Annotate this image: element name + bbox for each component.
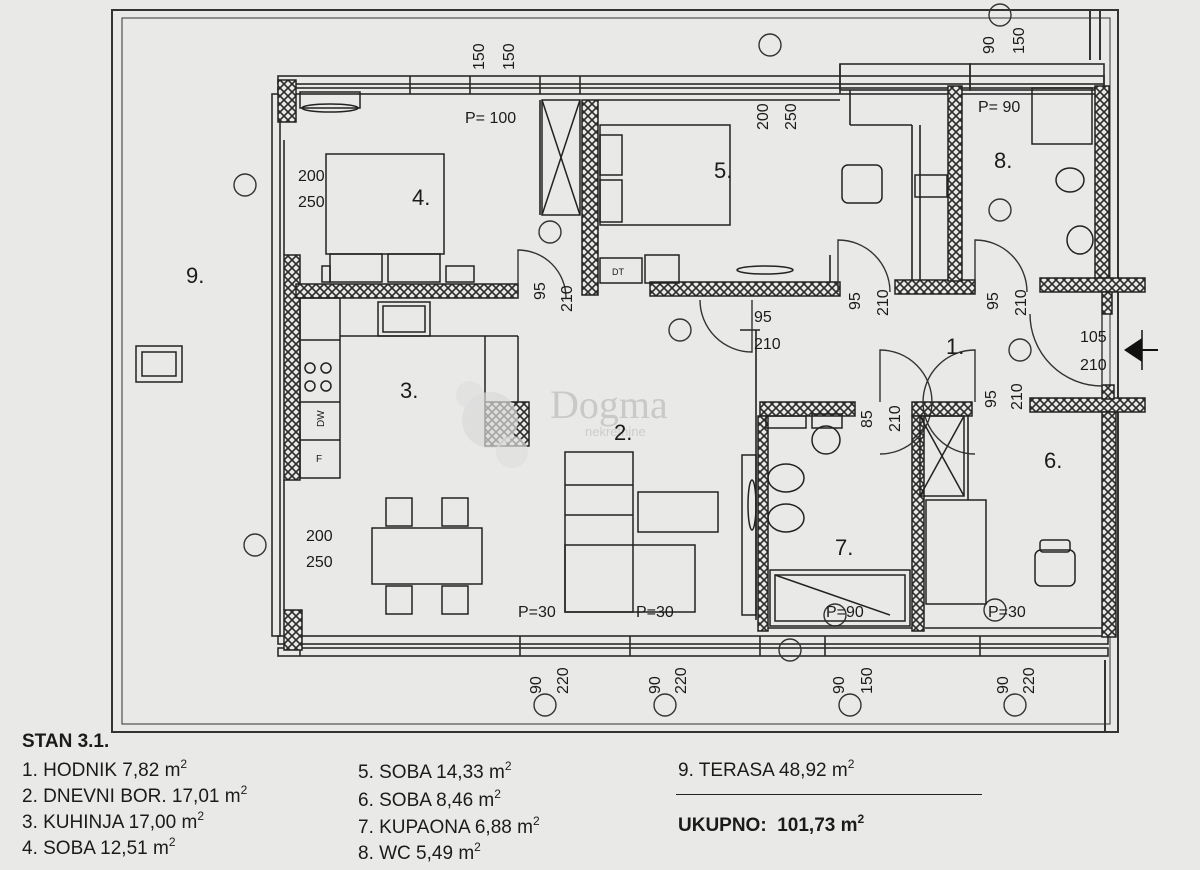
room-label-5: 5. (714, 158, 732, 183)
room-label-9: 9. (186, 263, 204, 288)
dim-top-90: 90 (981, 36, 998, 54)
dim-door-e-210: 210 (1009, 383, 1026, 410)
parapet-p30-a: P=30 (518, 604, 556, 621)
parapet-p30-c: P=30 (988, 604, 1026, 621)
dryer-label: DT (612, 267, 624, 277)
entrance-arrow-icon (1124, 330, 1158, 370)
room-label-8: 8. (994, 148, 1012, 173)
door-swings (233, 3, 1103, 717)
dim-r4-250: 250 (298, 194, 325, 211)
parapet-labels: P= 100 P= 90 P=30 P=30 P=90 P=30 (465, 99, 1026, 621)
watermark-brand: Dogma (550, 382, 668, 427)
room-label-4: 4. (412, 185, 430, 210)
dim-bottom-220a: 220 (555, 667, 572, 694)
dim-bottom-150c: 150 (859, 667, 876, 694)
dim-door-f-85: 85 (859, 410, 876, 428)
room-label-7: 7. (835, 535, 853, 560)
parapet-bath: P=90 (826, 604, 864, 621)
dishwasher-label: DW (316, 410, 327, 427)
structural-walls (277, 79, 1146, 651)
watermark-sub: nekretnine (585, 424, 646, 439)
dim-door-c-210: 210 (875, 289, 892, 316)
dim-top-150b: 150 (501, 43, 518, 70)
watermark: Dogma nekretnine (456, 381, 668, 468)
room-label-6: 6. (1044, 448, 1062, 473)
dim-door-a-95: 95 (532, 282, 549, 300)
interior-walls (539, 90, 1102, 629)
room-label-1: 1. (946, 334, 964, 359)
dim-door-e-95: 95 (983, 390, 1000, 408)
room-labels: 1. 2. 3. 4. 5. 6. 7. 8. 9. (186, 148, 1062, 560)
dim-r3-250: 250 (306, 554, 333, 571)
dim-door-a-210: 210 (559, 285, 576, 312)
dim-top-150a: 150 (471, 43, 488, 70)
appliance-labels: DW F DT (316, 267, 624, 465)
dim-door-c-95: 95 (847, 292, 864, 310)
dim-door-b-95: 95 (754, 309, 772, 326)
dim-bottom-90b: 90 (647, 676, 664, 694)
exterior-walls (271, 63, 1109, 657)
dim-bottom-220d: 220 (1021, 667, 1038, 694)
terrace-outline (111, 9, 1119, 733)
dim-r3-200: 200 (306, 528, 333, 545)
dim-door-f-210: 210 (887, 405, 904, 432)
dim-entry-105: 105 (1080, 329, 1107, 346)
dim-door-d-95: 95 (985, 292, 1002, 310)
dim-bottom-90c: 90 (831, 676, 848, 694)
parapet-p30-b: P=30 (636, 604, 674, 621)
dimension-labels: 150 150 90 150 200 250 200 250 200 250 9… (298, 27, 1107, 694)
parapet-p100: P= 100 (465, 110, 516, 127)
dim-door-d-210: 210 (1013, 289, 1030, 316)
parapet-wc: P= 90 (978, 99, 1020, 116)
room-label-2: 2. (614, 420, 632, 445)
dim-bottom-90d: 90 (995, 676, 1012, 694)
dim-door-b-210: 210 (754, 336, 781, 353)
room-label-3: 3. (400, 378, 418, 403)
furniture (135, 87, 1094, 627)
dim-bottom-90a: 90 (528, 676, 545, 694)
dim-r4-200: 200 (298, 168, 325, 185)
dim-entry-210: 210 (1080, 357, 1107, 374)
dim-bottom-220b: 220 (673, 667, 690, 694)
dim-top-200: 200 (755, 103, 772, 130)
fridge-label: F (316, 454, 322, 465)
dim-top-250: 250 (783, 103, 800, 130)
dim-top-150c: 150 (1011, 27, 1028, 54)
